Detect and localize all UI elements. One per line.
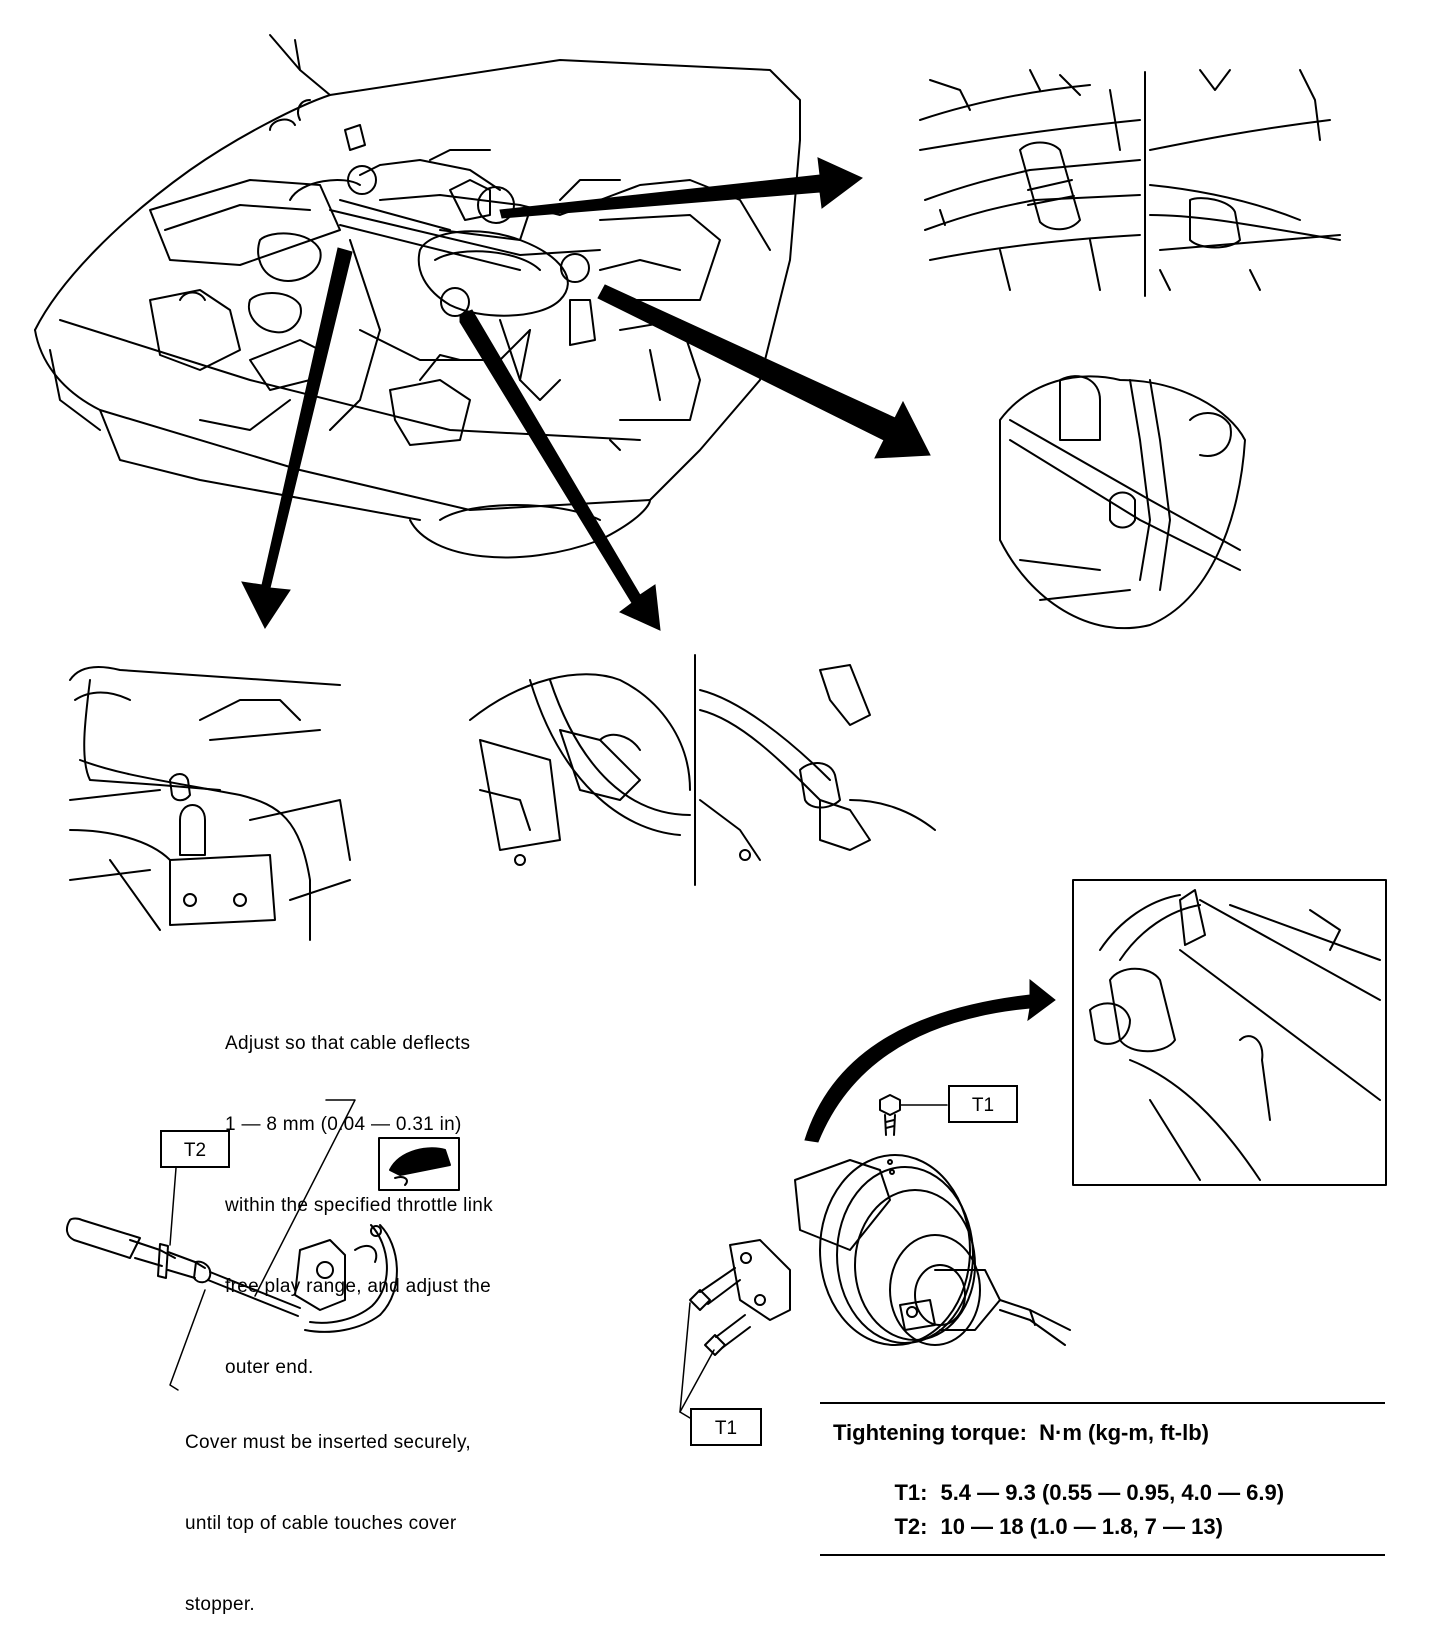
cover-note-line: stopper.	[185, 1594, 256, 1615]
arrow-to-middle-right-view	[597, 284, 931, 459]
arrow-to-boxed-view	[804, 978, 1056, 1143]
torque-row-label: T1:	[894, 1480, 928, 1505]
detail-view-boxed-right	[1072, 879, 1387, 1186]
torque-row-t1: T1: 5.4 — 9.3 (0.55 — 0.95, 4.0 — 6.9)	[870, 1454, 1284, 1532]
adjustment-note-line: Adjust so that cable deflects	[225, 1033, 471, 1054]
torque-row-t2: T2: 10 — 18 (1.0 — 1.8, 7 — 13)	[870, 1488, 1223, 1566]
callout-t2: T2	[160, 1130, 230, 1168]
detail-view-top-right	[919, 69, 1341, 297]
detail-view-bottom-center	[469, 654, 936, 886]
torque-row-value: 5.4 — 9.3 (0.55 — 0.95, 4.0 — 6.9)	[940, 1480, 1285, 1505]
cover-note-line: until top of cable touches cover	[185, 1513, 457, 1534]
arrow-to-bottom-left-view	[241, 247, 353, 629]
leader-lines	[169, 1099, 948, 1419]
cover-note: Cover must be inserted securely, until t…	[185, 1375, 471, 1645]
adjustment-note-line: within the specified throttle link	[225, 1195, 493, 1216]
detail-view-middle-right	[999, 375, 1246, 630]
adjustment-note: Adjust so that cable deflects 1 — 8 mm (…	[225, 976, 493, 1408]
cover-note-line: Cover must be inserted securely,	[185, 1432, 471, 1453]
callout-t1-bottom: T1	[690, 1408, 762, 1446]
throttle-cable-diagram	[65, 1137, 460, 1333]
arrow-to-top-right-view	[499, 157, 863, 219]
adjustment-note-line: outer end.	[225, 1357, 314, 1378]
adjustment-note-line: 1 — 8 mm (0.04 — 0.31 in)	[225, 1114, 462, 1135]
diagram-artwork	[34, 34, 1387, 1419]
engine-compartment-illustration	[34, 34, 801, 559]
torque-row-label: T2:	[894, 1514, 928, 1539]
torque-specification: Tightening torque: N·m (kg-m, ft-lb) T1:…	[820, 1402, 1385, 1556]
callout-t1-top: T1	[948, 1085, 1018, 1123]
actuator-bracket-diagram	[689, 1094, 1071, 1356]
torque-title: Tightening torque: N·m (kg-m, ft-lb)	[833, 1420, 1209, 1445]
adjustment-note-line: free play range, and adjust the	[225, 1276, 491, 1297]
torque-row-value: 10 — 18 (1.0 — 1.8, 7 — 13)	[940, 1514, 1223, 1539]
detail-view-bottom-left	[69, 666, 351, 941]
arrow-to-bottom-center-view	[459, 309, 661, 631]
